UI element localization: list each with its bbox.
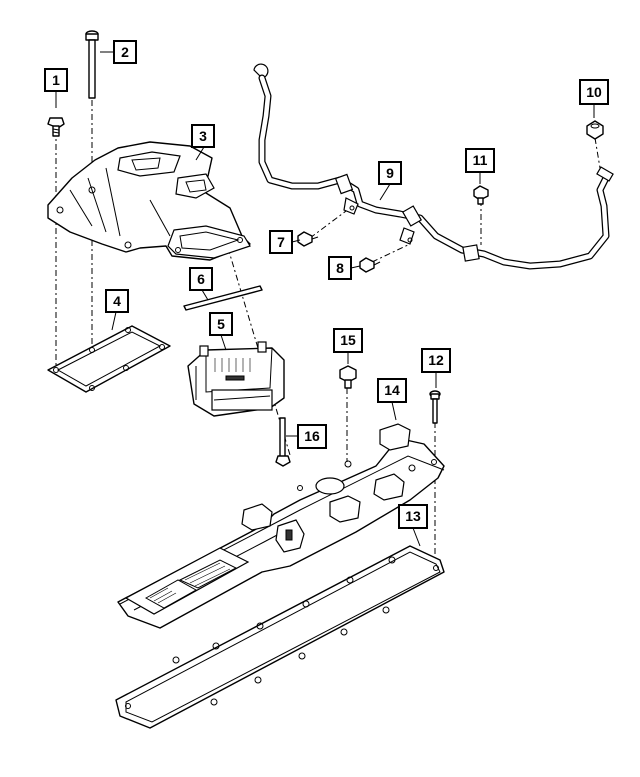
callout-1-label: 1 (52, 72, 60, 88)
callout-5-label: 5 (217, 316, 225, 332)
callout-14-label: 14 (384, 382, 400, 398)
callout-4: 4 (105, 289, 129, 313)
part-13-gasket (115, 545, 445, 729)
callout-10-label: 10 (586, 84, 602, 100)
callout-10: 10 (579, 79, 609, 105)
callout-13-label: 13 (405, 508, 421, 524)
part-7-bolt (297, 231, 319, 247)
part-1-bolt (47, 117, 65, 137)
callout-1: 1 (44, 68, 68, 92)
callout-11: 11 (465, 148, 495, 173)
part-10-nut (586, 120, 604, 140)
part-16-bolt (275, 417, 291, 467)
part-15-bolt (339, 365, 357, 389)
callout-11-label: 11 (473, 152, 488, 168)
part-9-wire-harness (253, 63, 614, 270)
callout-16-label: 16 (304, 428, 320, 444)
callout-15-label: 15 (340, 332, 356, 348)
callout-15: 15 (333, 328, 363, 353)
part-8-bolt (359, 257, 381, 273)
part-4-gasket (47, 325, 171, 393)
callout-13: 13 (398, 504, 428, 529)
callout-9-label: 9 (386, 165, 394, 181)
callout-2: 2 (113, 40, 137, 64)
callout-3-label: 3 (199, 128, 207, 144)
callout-8-label: 8 (336, 260, 344, 276)
callout-2-label: 2 (121, 44, 129, 60)
callout-9: 9 (378, 161, 402, 185)
callout-7-label: 7 (277, 234, 285, 250)
callout-6-label: 6 (197, 271, 205, 287)
callout-3: 3 (191, 124, 215, 148)
leader-lines (55, 51, 595, 547)
callout-14: 14 (377, 378, 407, 403)
part-6-o-ring (183, 285, 263, 311)
callout-16: 16 (297, 424, 327, 449)
part-2-long-bolt (85, 30, 99, 99)
part-3-intake-elbow (47, 141, 251, 261)
part-5-module (187, 341, 285, 417)
part-11-bolt (473, 185, 489, 205)
part-14-intake-cover (117, 423, 445, 629)
callout-5: 5 (209, 312, 233, 336)
callout-4-label: 4 (113, 293, 121, 309)
callout-12: 12 (421, 348, 451, 373)
callout-8: 8 (328, 256, 352, 280)
part-12-bolt (429, 390, 441, 424)
callout-6: 6 (189, 267, 213, 291)
callout-7: 7 (269, 230, 293, 254)
callout-12-label: 12 (428, 352, 444, 368)
